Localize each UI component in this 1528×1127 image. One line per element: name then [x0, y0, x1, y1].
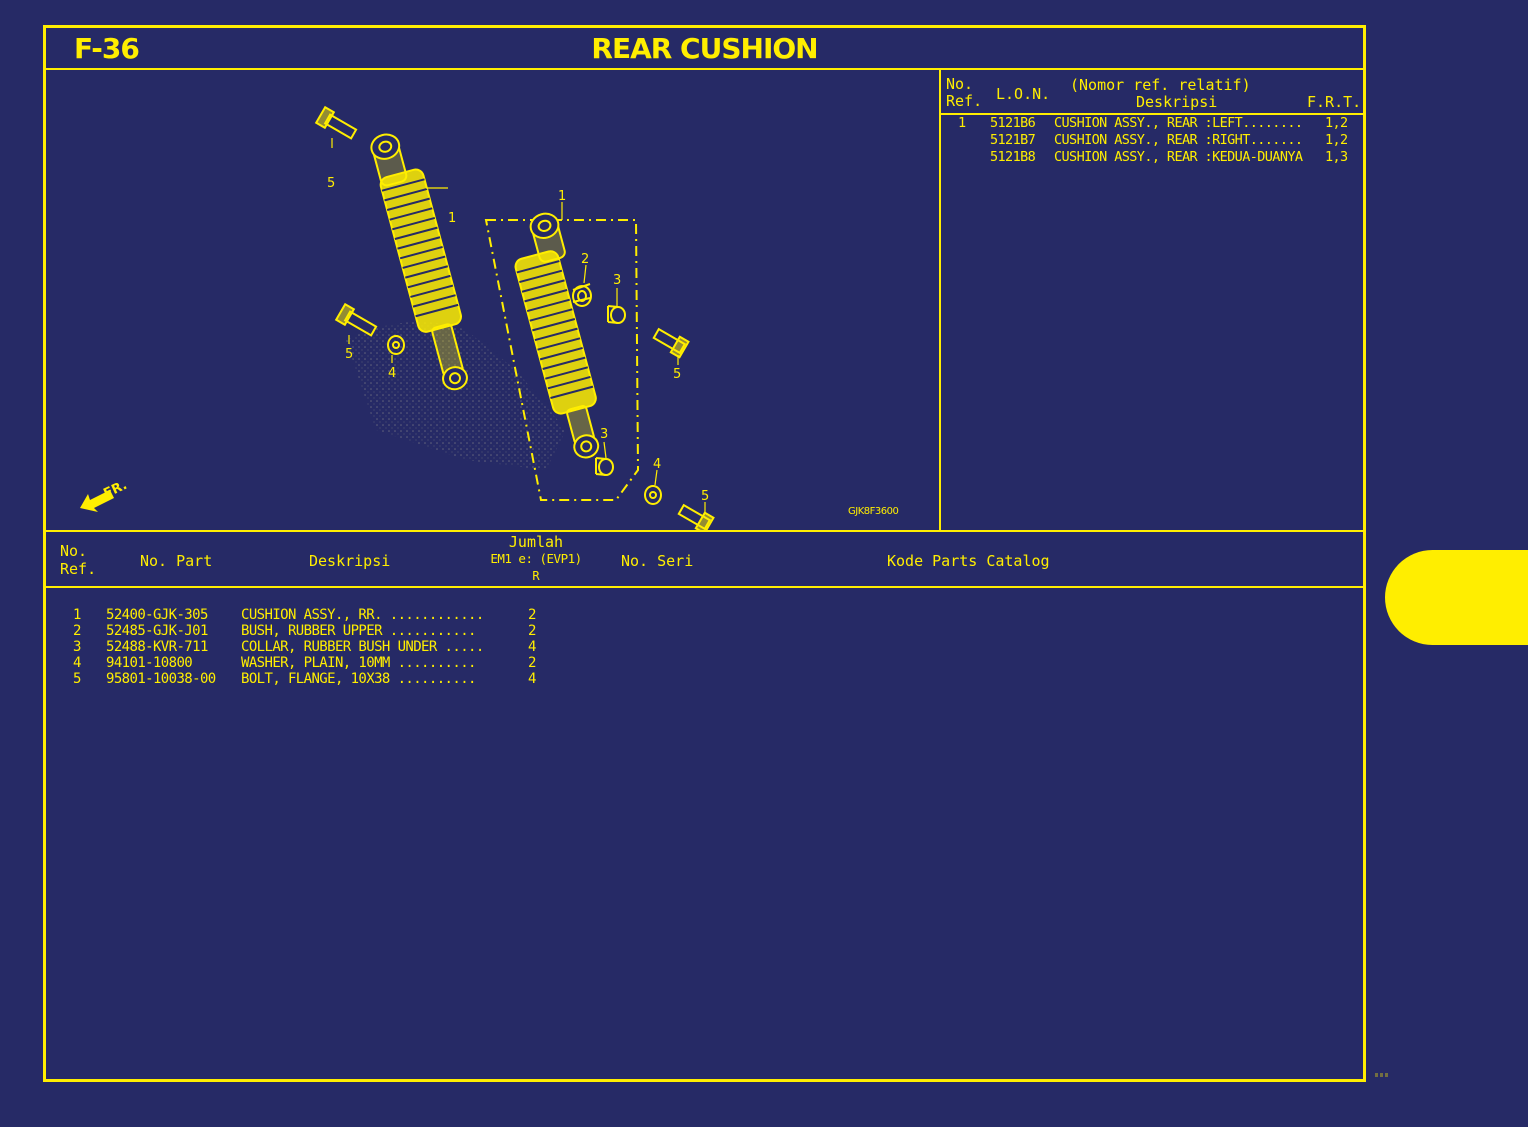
ref-no-header: No. Ref.: [946, 75, 983, 110]
parts-table-row: 4 94101-10800 WASHER, PLAIN, 10MM ......…: [46, 655, 606, 671]
right-shock-absorber-part: [484, 212, 640, 501]
callout-leader-lines: [331, 138, 706, 514]
part-number: 95801-10038-00: [106, 671, 216, 687]
part-description: COLLAR, RUBBER BUSH UNDER .....: [241, 639, 484, 655]
callout-label: 2: [581, 252, 589, 267]
callout-label: 5: [327, 176, 335, 191]
front-direction-arrow-icon: FR.: [80, 478, 130, 512]
parts-table-row: 5 95801-10038-00 BOLT, FLANGE, 10X38 ...…: [46, 671, 606, 687]
header-divider: [46, 68, 1363, 70]
serial-number-header: No. Seri: [621, 552, 694, 570]
callout-label: 4: [388, 366, 396, 381]
part-description: BOLT, FLANGE, 10X38 ..........: [241, 671, 476, 687]
parts-description-header: Deskripsi: [309, 552, 391, 570]
figure-code: GJK8F3600: [848, 506, 899, 517]
part-quantity: 4: [528, 671, 536, 687]
catalog-page-frame: F-36 REAR CUSHION: [43, 25, 1366, 1082]
part-ref-no: 3: [73, 639, 81, 655]
page-title: REAR CUSHION: [591, 32, 818, 65]
ref-table-row: 1 5121B6 CUSHION ASSY., REAR :LEFT......…: [944, 115, 1364, 132]
lon-code: 5121B7: [990, 132, 1036, 148]
parts-table-row: 2 52485-GJK-J01 BUSH, RUBBER UPPER .....…: [46, 623, 606, 639]
part-number: 52485-GJK-J01: [106, 623, 208, 639]
part-ref-no: 2: [73, 623, 81, 639]
side-page-tab[interactable]: [1385, 550, 1528, 645]
part-number: 52488-KVR-711: [106, 639, 208, 655]
callout-label: 1: [558, 189, 566, 204]
page-corner-mark: [1375, 1073, 1388, 1077]
callout-label: 5: [701, 489, 709, 504]
frt-value: 1,2: [1325, 132, 1348, 148]
ref-no: 1: [958, 115, 966, 131]
callout-numbers: 5 1 1 2 3 5 4 5 3 4 5: [327, 176, 709, 504]
ref-table-divider: [939, 70, 941, 530]
part-description: CUSHION ASSY., RR. ............: [241, 607, 484, 623]
ref-desc-header: Deskripsi: [1136, 93, 1218, 111]
part-number: 52400-GJK-305: [106, 607, 208, 623]
ref-desc-top-header: (Nomor ref. relatif): [1070, 76, 1251, 94]
catalog-code-header: Kode Parts Catalog: [887, 552, 1050, 570]
callout-label: 3: [600, 427, 608, 442]
ref-table-row: 5121B7 CUSHION ASSY., REAR :RIGHT.......…: [944, 132, 1364, 149]
quantity-variant-header: R: [532, 569, 540, 583]
part-description: WASHER, PLAIN, 10MM ..........: [241, 655, 476, 671]
lon-code: 5121B6: [990, 115, 1036, 131]
part-number: 94101-10800: [106, 655, 193, 671]
part-quantity: 2: [528, 607, 536, 623]
left-shock-absorber-part: [370, 133, 468, 391]
ref-header-underline: [941, 113, 1366, 115]
parts-ref-no-header: No. Ref.: [60, 542, 97, 578]
callout-label: 1: [448, 211, 456, 226]
part-quantity: 2: [528, 655, 536, 671]
quantity-header: Jumlah: [508, 533, 564, 551]
small-hardware-parts: [314, 105, 715, 530]
quantity-model-header: EM1 e: (EVP1): [490, 551, 582, 566]
callout-label: 3: [613, 273, 621, 288]
callout-label: 5: [673, 367, 681, 382]
part-ref-no: 4: [73, 655, 81, 671]
ref-description: CUSHION ASSY., REAR :RIGHT.......: [1054, 132, 1303, 148]
figure-number: F-36: [74, 32, 140, 65]
frame-shading: [346, 322, 566, 470]
ref-description: CUSHION ASSY., REAR :KEDUA-DUANYA: [1054, 149, 1303, 165]
part-ref-no: 1: [73, 607, 81, 623]
parts-header-bottom-line: [46, 586, 1363, 588]
ref-table-row: 5121B8 CUSHION ASSY., REAR :KEDUA-DUANYA…: [944, 149, 1364, 166]
part-quantity: 2: [528, 623, 536, 639]
parts-header-top-line: [46, 530, 1363, 532]
parts-table-row: 3 52488-KVR-711 COLLAR, RUBBER BUSH UNDE…: [46, 639, 606, 655]
frt-header: F.R.T.: [1307, 93, 1362, 111]
parts-table-row: 1 52400-GJK-305 CUSHION ASSY., RR. .....…: [46, 607, 606, 623]
lon-header: L.O.N.: [996, 85, 1051, 103]
part-number-header: No. Part: [140, 552, 213, 570]
lon-code: 5121B8: [990, 149, 1036, 165]
frt-value: 1,3: [1325, 149, 1348, 165]
callout-label: 5: [345, 347, 353, 362]
exploded-parts-diagram: 5 1 1 2 3 5 4 5 3 4 5 FR.: [80, 105, 715, 530]
ref-description: CUSHION ASSY., REAR :LEFT........: [1054, 115, 1303, 131]
front-direction-label: FR.: [101, 478, 129, 502]
callout-label: 4: [653, 457, 661, 472]
part-description: BUSH, RUBBER UPPER ...........: [241, 623, 476, 639]
part-quantity: 4: [528, 639, 536, 655]
part-ref-no: 5: [73, 671, 81, 687]
frt-value: 1,2: [1325, 115, 1348, 131]
